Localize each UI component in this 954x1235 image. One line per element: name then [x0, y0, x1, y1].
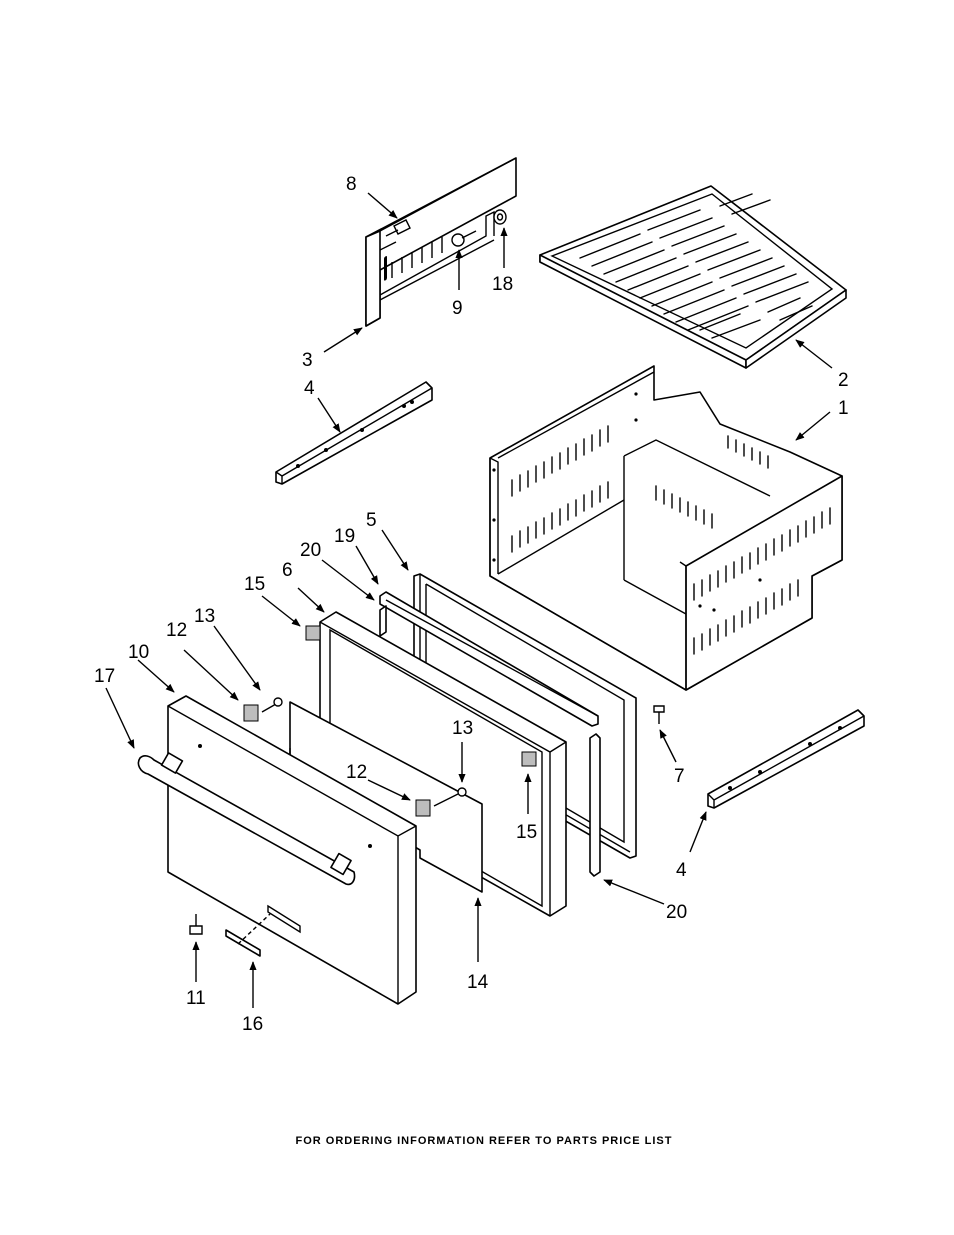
callout-6: 6	[282, 560, 293, 581]
callout-5: 5	[366, 510, 377, 531]
callout-1: 1	[838, 398, 849, 419]
part-4-slide-rail-left	[275, 381, 433, 485]
part-16-badge	[225, 904, 301, 957]
callout-4-left: 4	[304, 378, 315, 399]
callout-14: 14	[467, 972, 489, 993]
callout-16: 16	[242, 1014, 263, 1035]
part-13-screw-lower	[433, 787, 467, 807]
callout-20-upper: 20	[300, 540, 321, 561]
callout-19: 19	[334, 526, 355, 547]
part-1-drawer-bin	[489, 365, 843, 691]
callout-leaders	[105, 192, 833, 1008]
bracket-slots	[384, 256, 387, 281]
callout-2: 2	[838, 370, 849, 391]
callout-3: 3	[302, 350, 313, 371]
part-9-screw	[451, 230, 477, 247]
part-3-rear-bracket	[365, 157, 517, 327]
callout-20-lower: 20	[666, 902, 687, 923]
part-4-slide-rail-right	[707, 709, 865, 809]
part-20-vertical-strip-left	[379, 605, 387, 637]
part-15-pad-right	[521, 751, 537, 767]
callout-9: 9	[452, 298, 463, 319]
callout-13-upper: 13	[194, 606, 215, 627]
part-7-screw	[653, 705, 665, 724]
callout-15-right: 15	[516, 822, 537, 843]
callout-11: 11	[186, 988, 206, 1009]
callout-12-upper: 12	[166, 620, 187, 641]
part-15-pad-left	[305, 625, 321, 641]
part-17-handle	[137, 752, 356, 886]
part-19-trim-strip	[379, 591, 599, 727]
part-8-screw	[385, 219, 411, 237]
callout-4-right: 4	[676, 860, 687, 881]
part-18-nut	[493, 209, 507, 225]
callout-18: 18	[492, 274, 513, 295]
callout-17: 17	[94, 666, 115, 687]
callout-8: 8	[346, 174, 357, 195]
callout-labels: 8 9 18 3 4 2 1 5 19 20 6 15 13 12 10 17 …	[94, 174, 849, 1035]
callout-10: 10	[128, 642, 149, 663]
part-13-screw-upper	[261, 697, 283, 713]
callout-15-left: 15	[244, 574, 265, 595]
part-12-bracket-upper	[243, 704, 259, 722]
callout-7: 7	[674, 766, 685, 787]
part-2-drawer-cover	[539, 185, 847, 369]
part-11-screw	[189, 914, 203, 935]
footer-note: FOR ORDERING INFORMATION REFER TO PARTS …	[296, 1135, 673, 1147]
part-20-vertical-strip-right	[589, 733, 601, 877]
part-12-bracket-lower	[415, 799, 431, 817]
callout-12-lower: 12	[346, 762, 367, 783]
callout-13-lower: 13	[452, 718, 473, 739]
